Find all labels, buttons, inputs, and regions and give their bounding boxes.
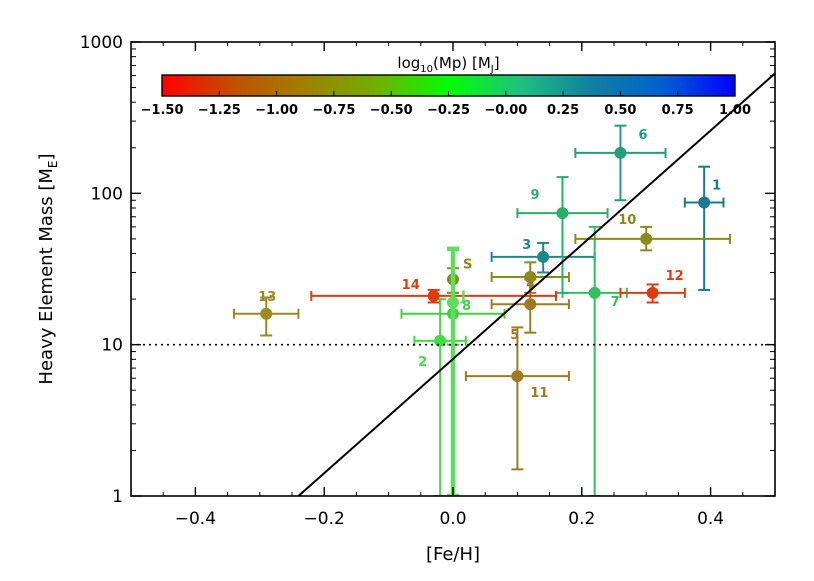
colorbar: −1.50 −1.25 −1.00 −0.75 −0.50 −0.25 −0.00 0.25 0…	[141, 54, 752, 118]
x-tick-label: 0.2	[568, 509, 595, 529]
colorbar-tick-label: −1.25	[198, 103, 241, 118]
colorbar-tick-label: −0.50	[370, 103, 413, 118]
y-tick-label: 100	[91, 184, 123, 204]
point-label-10: 10	[618, 213, 636, 228]
data-point-9	[516, 176, 609, 294]
data-marker	[614, 146, 627, 159]
y-axis-label-sub: E	[46, 160, 60, 168]
colorbar-tick-label: 1.00	[719, 103, 751, 118]
x-axis-label: [Fe/H]	[426, 544, 480, 565]
data-marker	[427, 289, 440, 302]
y-axis-label-main: Heavy Element Mass [M	[36, 168, 57, 385]
data-point-11	[464, 326, 570, 471]
point-label-2: 2	[418, 355, 427, 370]
colorbar-tick-label: 0.25	[547, 103, 579, 118]
data-point-10	[574, 225, 731, 252]
data-point-6	[574, 124, 667, 202]
y-tick-label: 1000	[80, 33, 123, 53]
colorbar-title-part: log	[397, 54, 420, 72]
data-marker	[434, 334, 447, 347]
point-label-8: 8	[462, 299, 471, 314]
colorbar-tick-label: −1.50	[141, 103, 184, 118]
y-tick-label: 1	[112, 487, 123, 507]
data-marker	[511, 370, 524, 383]
data-point-14	[310, 288, 558, 304]
point-label-J: J	[460, 289, 466, 304]
colorbar-title: log10(Mp) [MJ]	[397, 54, 499, 75]
point-label-7: 7	[611, 295, 620, 310]
colorbar-title-part: (Mp) [M	[433, 54, 491, 72]
colorbar-title-part: 10	[420, 64, 433, 75]
colorbar-title-part: ]	[494, 54, 500, 72]
point-label-4: 4	[526, 277, 535, 292]
data-point-7	[561, 225, 628, 496]
data-point-5	[490, 278, 570, 334]
data-point-J	[447, 246, 459, 496]
point-label-1: 1	[712, 178, 721, 193]
x-tick-label: −0.4	[175, 509, 216, 529]
data-point-1	[683, 165, 725, 291]
data-point-12	[619, 283, 686, 304]
data-point-13	[233, 296, 300, 337]
fit-line	[297, 72, 775, 496]
data-point-2	[413, 298, 467, 496]
data-marker	[646, 286, 659, 299]
axes: −0.4 −0.2 0.0 0.2 0.4 1 10 100 1000	[80, 33, 776, 529]
data-marker	[537, 250, 550, 263]
colorbar-tick-label: 0.75	[662, 103, 694, 118]
point-label-14: 14	[402, 278, 420, 293]
point-label-6: 6	[638, 128, 647, 143]
colorbar-tick-label: −0.75	[312, 103, 355, 118]
point-label-13: 13	[258, 290, 276, 305]
colorbar-title-part: J	[490, 64, 494, 75]
data-marker	[556, 207, 569, 220]
data-marker	[640, 232, 653, 245]
data-marker	[698, 196, 711, 209]
colorbar-tick-label: 0.50	[604, 103, 636, 118]
point-label-5: 5	[510, 328, 519, 343]
data-marker	[260, 307, 273, 320]
data-marker	[524, 298, 537, 311]
x-tick-label: −0.2	[304, 509, 345, 529]
x-tick-label: 0.4	[697, 509, 724, 529]
y-tick-label: 10	[101, 336, 123, 356]
colorbar-tick-label: −0.00	[484, 103, 527, 118]
y-axis-label: Heavy Element Mass [ME]	[36, 153, 60, 384]
point-label-12: 12	[666, 269, 684, 284]
colorbar-tick-label: −1.00	[255, 103, 298, 118]
x-tick-label: 0.0	[439, 509, 466, 529]
data-marker	[447, 296, 459, 309]
reference-lines	[131, 72, 775, 496]
point-label-9: 9	[530, 188, 539, 203]
point-label-11: 11	[530, 386, 548, 401]
point-label-3: 3	[522, 238, 531, 253]
data-marker	[588, 286, 601, 299]
y-axis-label-close: ]	[36, 153, 57, 160]
point-label-S: S	[463, 257, 472, 272]
colorbar-tick-label: −0.25	[427, 103, 470, 118]
